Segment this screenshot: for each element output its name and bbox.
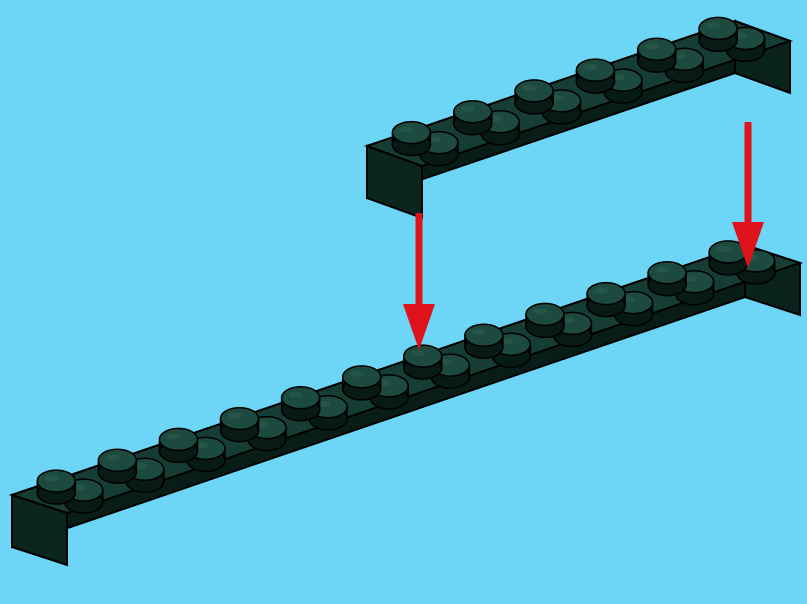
stud bbox=[392, 122, 430, 156]
stud bbox=[343, 366, 381, 400]
stud bbox=[404, 345, 442, 379]
stud bbox=[648, 262, 686, 296]
top-plate-2x6 bbox=[367, 17, 790, 218]
stud bbox=[638, 38, 676, 72]
stud bbox=[282, 387, 320, 421]
stud bbox=[159, 428, 197, 462]
bottom-plate-2x12 bbox=[12, 241, 800, 565]
stud bbox=[37, 470, 75, 504]
stud bbox=[515, 80, 553, 114]
stud bbox=[576, 59, 614, 93]
stud bbox=[526, 303, 564, 337]
arrow-left-down bbox=[403, 213, 435, 350]
stud bbox=[699, 17, 737, 51]
stud bbox=[587, 283, 625, 317]
stud bbox=[221, 408, 259, 442]
stud bbox=[465, 324, 503, 358]
stud bbox=[98, 449, 136, 483]
stud bbox=[454, 101, 492, 135]
